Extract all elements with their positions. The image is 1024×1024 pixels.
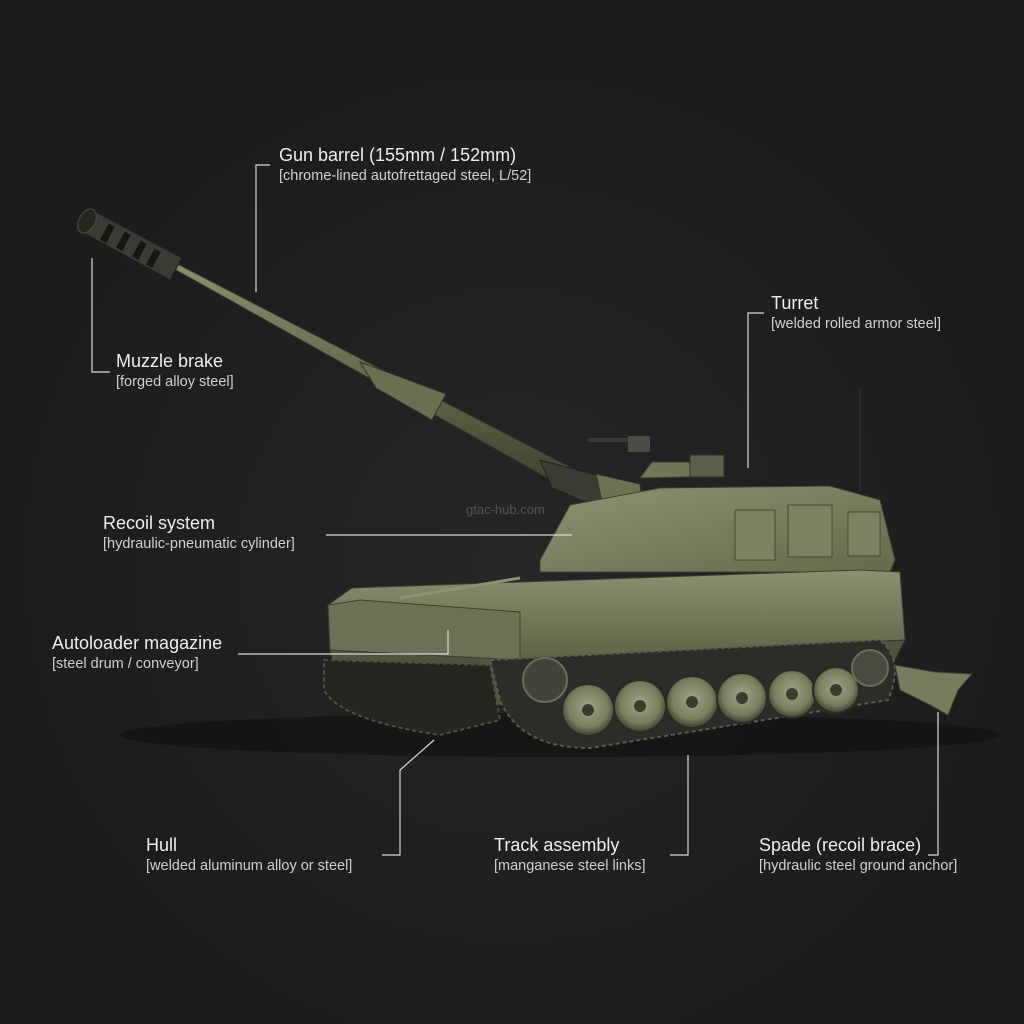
turret-shape xyxy=(539,388,896,573)
callout-spade: Spade (recoil brace) [hydraulic steel gr… xyxy=(759,835,957,874)
leader-lines xyxy=(91,164,939,856)
leader-track xyxy=(670,755,689,856)
leader-autoloader xyxy=(238,630,449,655)
callout-material: [forged alloy steel] xyxy=(116,373,234,390)
leader-muzzle-brake xyxy=(91,258,110,373)
callout-autoloader-magazine: Autoloader magazine [steel drum / convey… xyxy=(52,633,222,672)
leader-hull xyxy=(382,739,435,856)
callout-name: Turret xyxy=(771,293,819,313)
callout-name: Autoloader magazine xyxy=(52,633,223,653)
callout-name: Recoil system xyxy=(103,513,216,533)
callout-material: [hydraulic steel ground anchor] xyxy=(759,857,958,874)
callout-material: [welded aluminum alloy or steel] xyxy=(146,857,353,874)
leader-turret xyxy=(747,312,764,468)
muzzle-brake-shape xyxy=(77,208,183,281)
callout-gun-barrel: Gun barrel (155mm / 152mm) [chrome-lined… xyxy=(279,145,531,184)
callout-track-assembly: Track assembly [manganese steel links] xyxy=(494,835,646,874)
callout-name: Gun barrel (155mm / 152mm) xyxy=(279,145,517,165)
callout-name: Muzzle brake xyxy=(116,351,224,371)
callout-name: Hull xyxy=(146,835,178,855)
callout-material: [hydraulic-pneumatic cylinder] xyxy=(103,535,295,552)
leader-spade xyxy=(928,712,939,856)
callout-material: [manganese steel links] xyxy=(494,857,646,874)
track-shape xyxy=(323,638,896,750)
callout-material: [chrome-lined autofrettaged steel, L/52] xyxy=(279,167,532,184)
callout-hull: Hull [welded aluminum alloy or steel] xyxy=(146,835,352,874)
callout-material: [steel drum / conveyor] xyxy=(52,655,199,672)
callout-material: [welded rolled armor steel] xyxy=(771,315,942,332)
callout-muzzle-brake: Muzzle brake [forged alloy steel] xyxy=(116,351,234,390)
callout-name: Track assembly xyxy=(494,835,620,855)
callout-turret: Turret [welded rolled armor steel] xyxy=(771,293,941,332)
leader-gun-barrel xyxy=(255,164,270,292)
spade-shape xyxy=(894,664,974,716)
callout-recoil-system: Recoil system [hydraulic-pneumatic cylin… xyxy=(103,513,295,552)
watermark: gtac-hub.com xyxy=(466,502,545,517)
callout-name: Spade (recoil brace) xyxy=(759,835,922,855)
